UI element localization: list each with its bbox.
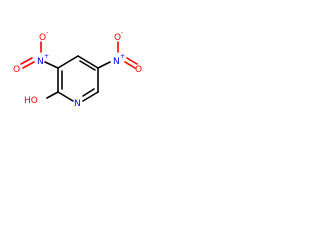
bond-c4-c5	[77, 55, 99, 69]
charge-plus-right-nitro: +	[120, 53, 125, 60]
atom-hydroxyl: HO	[24, 96, 38, 106]
bond-c3-c4	[57, 55, 79, 69]
bond-nitro-top-n-o-left	[22, 61, 35, 69]
bond-c6-n1-double	[82, 88, 95, 97]
chemical-structure-canvas: O - N + O O - N + O HO N	[0, 0, 150, 150]
atom-o-top-nitro-left: O	[13, 65, 20, 75]
bond-c2-hydroxyl	[46, 91, 59, 99]
atom-ring-n: N	[74, 99, 81, 109]
charge-plus-top-nitro: +	[44, 53, 49, 60]
atom-o-right-nitro-right: O	[135, 65, 142, 75]
atom-n-right-nitro: N	[113, 57, 120, 67]
atom-n-top-nitro: N	[37, 57, 44, 67]
structure-svg: O - N + O O - N + O HO N	[13, 29, 142, 109]
bond-c3-nitro-n	[44, 61, 59, 69]
substituent-bonds	[20, 41, 138, 99]
charge-minus-right-nitro: -	[121, 29, 123, 36]
atom-o-right-nitro-up: O	[114, 33, 121, 43]
charge-minus-top-nitro: -	[46, 29, 48, 36]
atom-labels: O - N + O O - N + O HO N	[13, 29, 142, 109]
atom-o-top-nitro-up: O	[39, 33, 46, 43]
bond-nitro-right-n-o-right	[124, 61, 136, 69]
bond-c5-nitro-n	[97, 61, 111, 69]
pyridine-ring-bonds	[57, 55, 99, 102]
bond-nitro-right-n-o-right-double	[126, 57, 138, 65]
bond-nitro-top-n-o-left-double	[20, 57, 33, 65]
bond-n1-c2	[57, 91, 74, 102]
bond-c4-c5-double	[79, 60, 96, 71]
bond-c6-n1	[82, 91, 99, 102]
